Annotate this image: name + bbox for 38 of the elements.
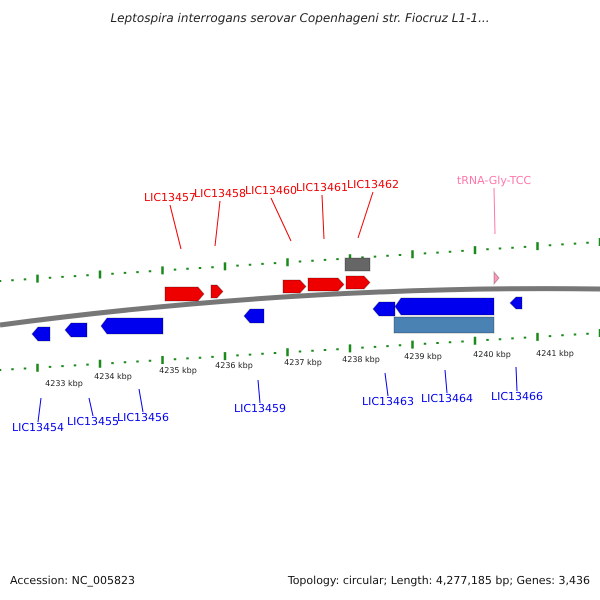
- gene-label: LIC13454: [12, 422, 64, 433]
- leader-line: [88, 398, 94, 416]
- leader-line: [170, 204, 182, 250]
- leader-line: [384, 372, 388, 396]
- gene-label: LIC13461: [296, 182, 348, 193]
- gene-label: LIC13460: [244, 185, 298, 196]
- gene-label: LIC13463: [362, 396, 414, 407]
- accession-text: Accession: NC_005823: [10, 575, 136, 586]
- scale-label: 4235 kbp: [159, 367, 197, 375]
- scale-label: 4233 kbp: [45, 380, 83, 388]
- gene-label: LIC13462: [346, 179, 400, 190]
- scale-label: 4239 kbp: [404, 353, 442, 361]
- gene-label: LIC13466: [490, 391, 544, 402]
- scale-label: 4241 kbp: [536, 350, 574, 358]
- leader-line: [444, 370, 448, 394]
- scale-label: 4236 kbp: [215, 362, 253, 370]
- scale-label: 4237 kbp: [284, 359, 322, 367]
- title: Leptospira interrogans serovar Copenhageni str. Fiocruz L1-1...: [110, 12, 490, 24]
- leader-line: [270, 198, 292, 242]
- leader-line: [322, 194, 324, 240]
- scale-label: 4240 kbp: [473, 351, 511, 359]
- leader-line: [358, 192, 374, 238]
- leader-line: [214, 200, 220, 246]
- gene-label: LIC13459: [234, 403, 286, 414]
- gene-label: LIC13457: [144, 192, 196, 203]
- leader-line: [516, 366, 518, 392]
- leader-line: [138, 388, 144, 412]
- gene-label: LIC13456: [116, 412, 170, 423]
- gene-label: LIC13455: [66, 416, 120, 427]
- scale-label: 4234 kbp: [94, 373, 132, 381]
- gene-label: LIC13464: [420, 393, 474, 404]
- leader-line: [258, 380, 260, 404]
- leader-line: [494, 188, 496, 234]
- scale-label: 4238 kbp: [342, 356, 380, 364]
- gene-label: LIC13458: [194, 188, 246, 199]
- leader-line: [38, 398, 42, 422]
- gene-label: tRNA-Gly-TCC: [456, 175, 532, 186]
- genome-summary-text: Topology: circular; Length: 4,277,185 bp; Genes: 3,436: [288, 575, 590, 586]
